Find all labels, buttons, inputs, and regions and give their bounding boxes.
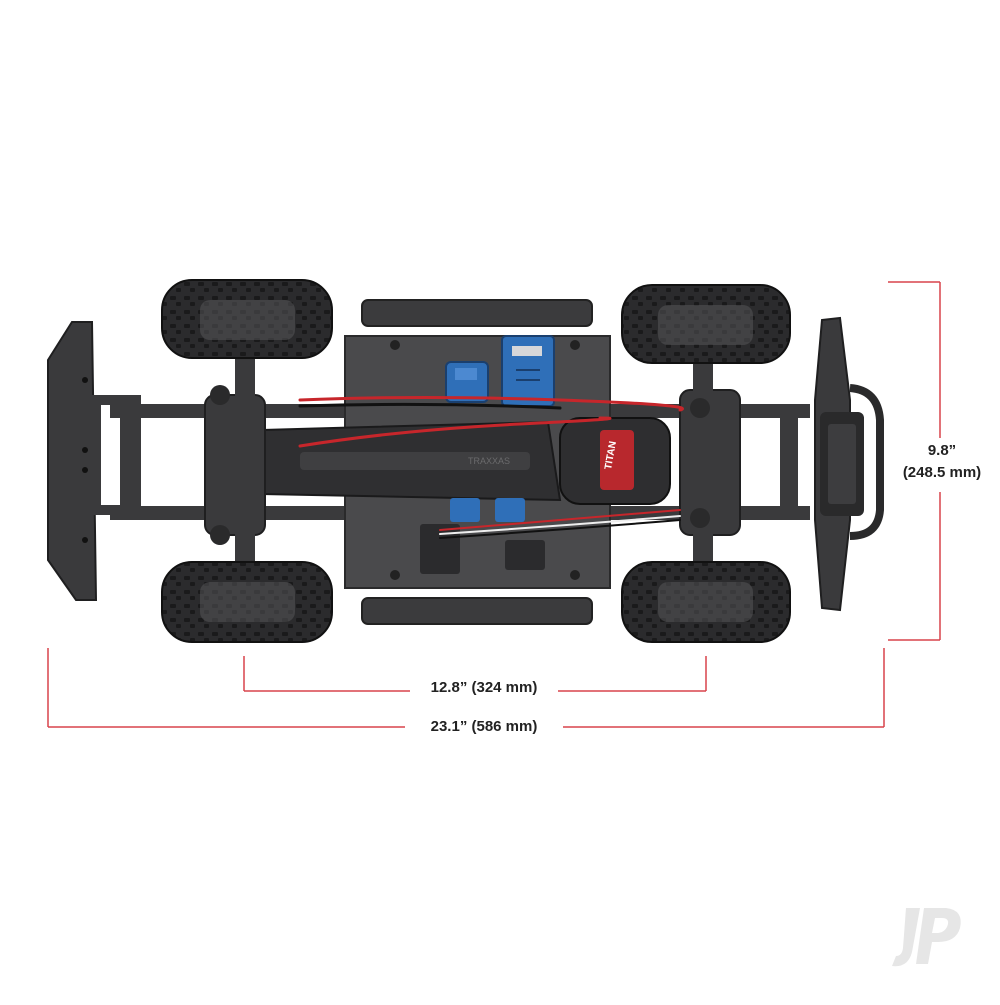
esc-unit: [501, 335, 555, 407]
receiver-box: [445, 361, 489, 403]
jp-logo-icon: [892, 908, 961, 967]
width-mm: (248.5 mm): [902, 464, 982, 481]
width-inches: 9.8”: [927, 442, 957, 459]
wiring: [298, 396, 684, 539]
battery-tray: TRAXXAS: [261, 420, 562, 502]
overall-length-label: 23.1” (586 mm): [405, 718, 563, 735]
motor-label: TITAN: [603, 440, 619, 470]
front-axle: [679, 345, 741, 575]
rear-axle: [204, 350, 266, 575]
dimension-lines: [47, 281, 941, 728]
tire-rear-left: [161, 279, 333, 359]
width-label: 9.8” (248.5 mm): [894, 440, 990, 484]
motor: TITAN: [559, 417, 671, 505]
front-bumper: [814, 316, 884, 612]
traxxas-logo: TRAXXAS: [468, 456, 510, 466]
wheelbase-label: 12.8” (324 mm): [410, 679, 558, 696]
tire-rear-right: [161, 561, 333, 643]
tire-front-right: [621, 561, 791, 643]
tire-front-left: [621, 284, 791, 364]
